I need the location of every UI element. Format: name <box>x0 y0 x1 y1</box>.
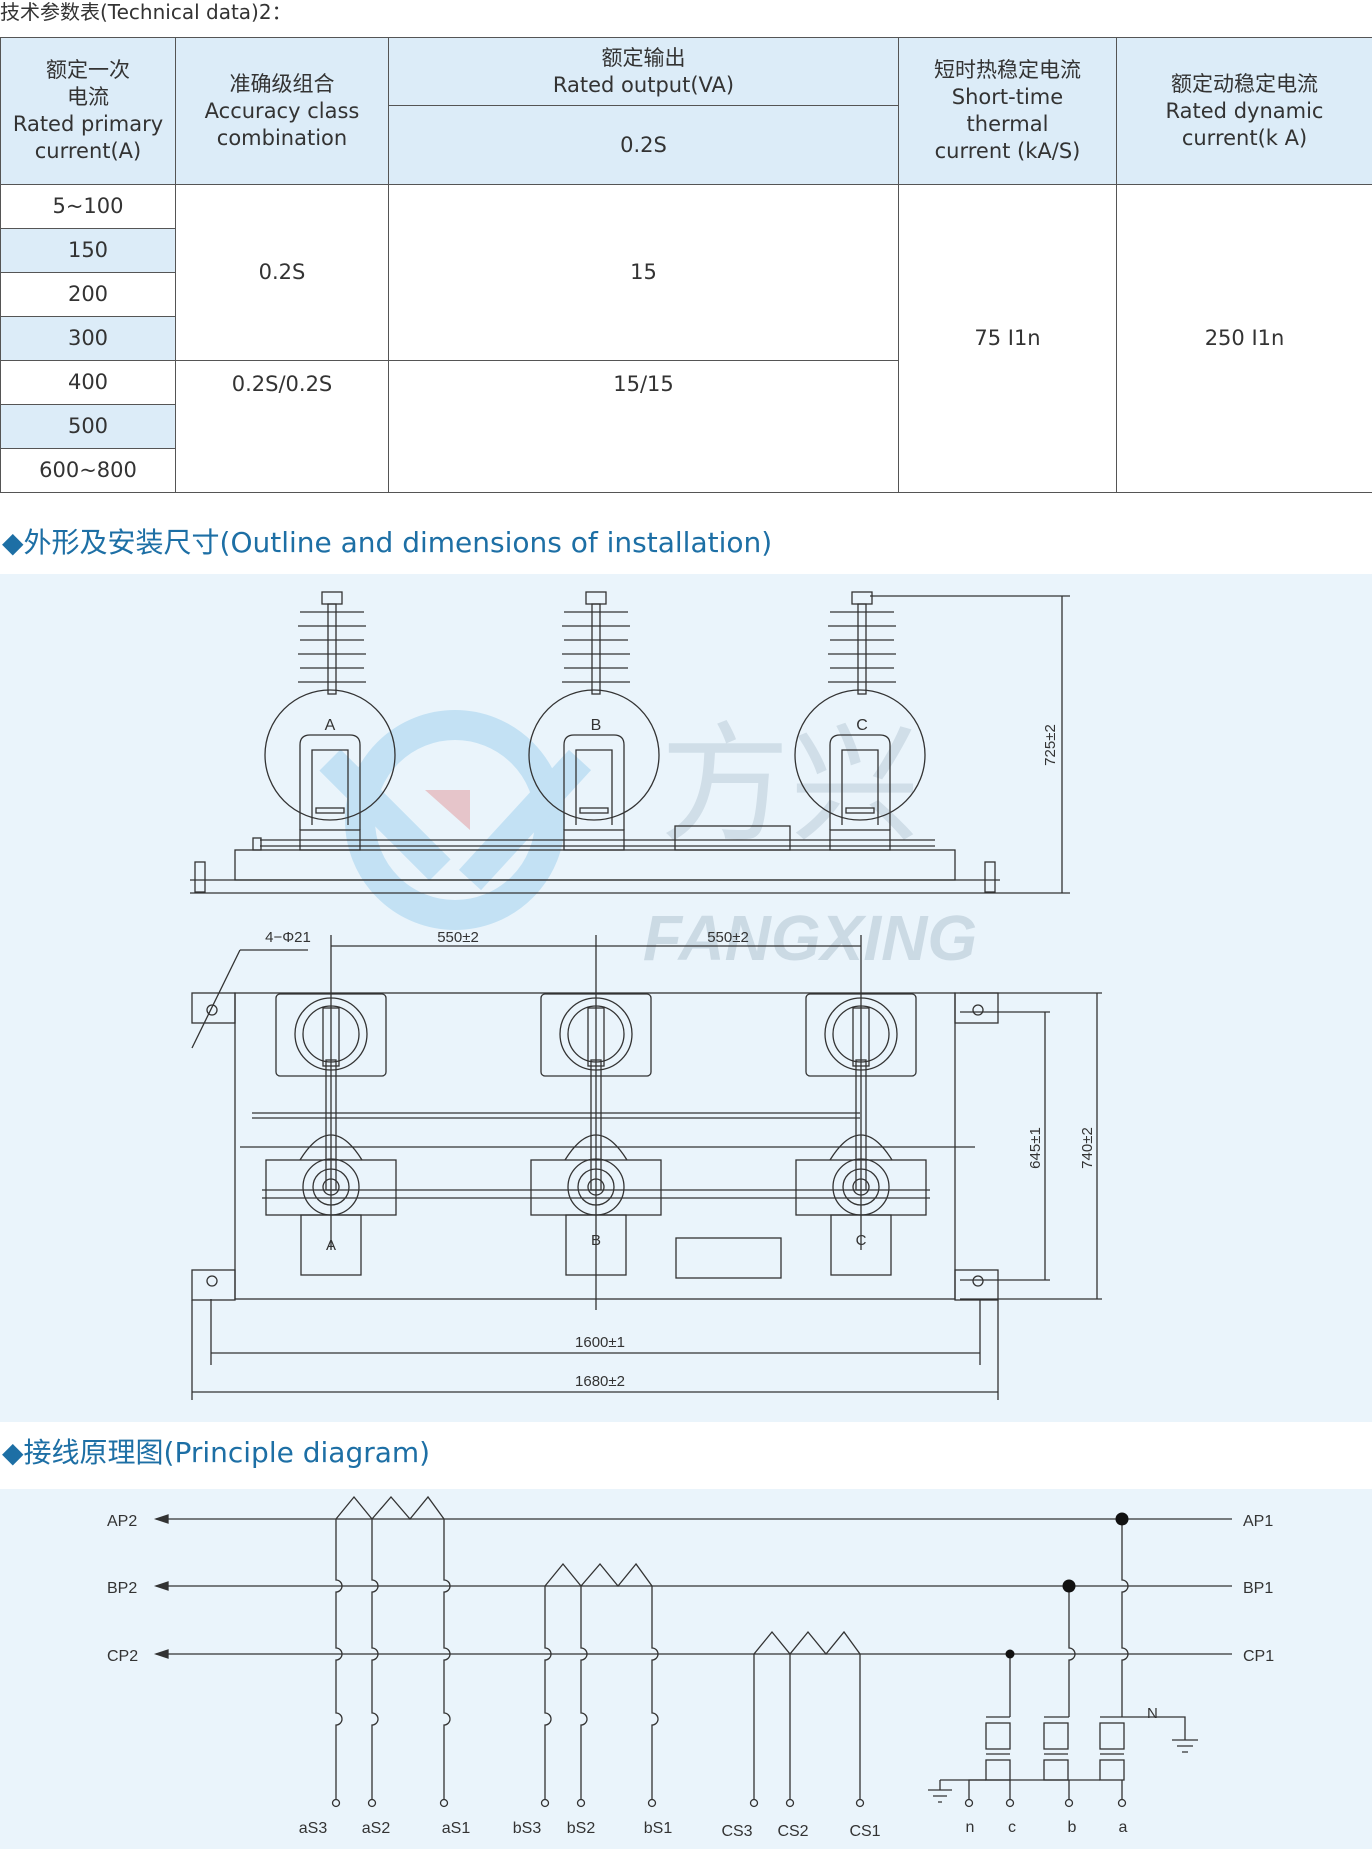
terminal-label: bS1 <box>644 1820 673 1837</box>
current-cell: 400 <box>1 361 176 405</box>
label-cp2: CP2 <box>107 1648 138 1665</box>
label-bp2: BP2 <box>107 1580 137 1597</box>
junction-dot-bp <box>1063 1580 1076 1593</box>
dim-645-label: 645±1 <box>1027 1127 1044 1169</box>
current-cell: 300 <box>1 317 176 361</box>
output-cell: 15 <box>389 185 899 361</box>
accuracy-cell: 0.2S/0.2S <box>176 361 389 493</box>
short-time-cell: 75 I1n <box>899 185 1117 493</box>
terminal-label: bS2 <box>567 1820 596 1837</box>
current-cell: 500 <box>1 405 176 449</box>
current-cell: 150 <box>1 229 176 273</box>
outline-drawing: 方兴 FANGXING <box>0 574 1372 1422</box>
header-accuracy-class: 准确级组合 Accuracy class combination <box>176 38 389 185</box>
header-short-time-thermal: 短时热稳定电流 Short-time thermal current (kA/S… <box>899 38 1117 185</box>
terminal-label: b <box>1068 1819 1077 1836</box>
header-rated-output-sub: 0.2S <box>389 106 899 185</box>
current-cell: 200 <box>1 273 176 317</box>
terminal-label: bS3 <box>513 1820 542 1837</box>
terminal-label: c <box>1008 1819 1016 1836</box>
dim-spacing-label: 550±2 <box>707 929 749 946</box>
top-phase-label-a: A <box>326 1237 336 1254</box>
section-title-outline: ◆外形及安装尺寸(Outline and dimensions of insta… <box>2 526 772 560</box>
dim-740-label: 740±2 <box>1079 1127 1096 1169</box>
dim-spacing-label: 550±2 <box>437 929 479 946</box>
terminal-label: a <box>1119 1819 1128 1836</box>
header-rated-dynamic: 额定动稳定电流 Rated dynamic current(k A) <box>1117 38 1372 185</box>
terminal-label: CS2 <box>777 1823 808 1840</box>
front-view <box>190 592 1070 893</box>
pt-coils <box>986 1723 1124 1780</box>
output-cell: 15/15 <box>389 361 899 493</box>
dim-height-label: 725±2 <box>1042 724 1059 766</box>
phase-label-c: C <box>856 717 868 734</box>
junction-dot-ap <box>1116 1513 1129 1526</box>
current-cell: 5~100 <box>1 185 176 229</box>
junction-dot-cp <box>1006 1650 1015 1659</box>
accuracy-cell: 0.2S <box>176 185 389 361</box>
terminal-label: n <box>966 1819 975 1836</box>
phase-label-a: A <box>325 717 336 734</box>
terminal-label: aS2 <box>362 1820 391 1837</box>
header-rated-output: 额定输出 Rated output(VA) <box>389 38 899 106</box>
top-phase-label-b: B <box>591 1232 601 1249</box>
label-bp1: BP1 <box>1243 1580 1273 1597</box>
principle-diagram: AP2 BP2 CP2 AP1 BP1 CP1 N aS3 aS2 aS1 bS… <box>0 1489 1372 1849</box>
watermark-en: FANGXING <box>643 902 977 974</box>
technical-data-table: 额定一次 电流 Rated primary current(A) 准确级组合 A… <box>0 37 1372 493</box>
dim-holes-label: 4−Φ21 <box>265 929 311 946</box>
top-view <box>192 935 1102 1400</box>
current-cell: 600~800 <box>1 449 176 493</box>
terminal-label: aS1 <box>442 1820 471 1837</box>
label-ap1: AP1 <box>1243 1513 1273 1530</box>
terminal-label: CS3 <box>721 1823 752 1840</box>
phase-label-b: B <box>591 717 602 734</box>
principle-diagram-panel: AP2 BP2 CP2 AP1 BP1 CP1 N aS3 aS2 aS1 bS… <box>0 1489 1372 1849</box>
terminal-label: aS3 <box>299 1820 328 1837</box>
dynamic-cell: 250 I1n <box>1117 185 1372 493</box>
top-phase-label-c: C <box>856 1232 867 1249</box>
principle-lines <box>156 1497 1232 1807</box>
terminal-labels: aS3 aS2 aS1 bS3 bS2 bS1 CS3 CS2 CS1 n c … <box>299 1819 1128 1840</box>
header-rated-primary-current: 额定一次 电流 Rated primary current(A) <box>1 38 176 185</box>
label-n: N <box>1147 1705 1158 1722</box>
label-ap2: AP2 <box>107 1513 137 1530</box>
dim-1600-label: 1600±1 <box>575 1334 625 1351</box>
terminal-label: CS1 <box>849 1823 880 1840</box>
outline-drawing-panel: 方兴 FANGXING <box>0 574 1372 1422</box>
section-title-principle: ◆接线原理图(Principle diagram) <box>2 1436 430 1470</box>
watermark-logo <box>330 725 580 915</box>
dim-1680-label: 1680±2 <box>575 1373 625 1390</box>
table-caption: 技术参数表(Technical data)2： <box>0 0 292 24</box>
label-cp1: CP1 <box>1243 1648 1274 1665</box>
